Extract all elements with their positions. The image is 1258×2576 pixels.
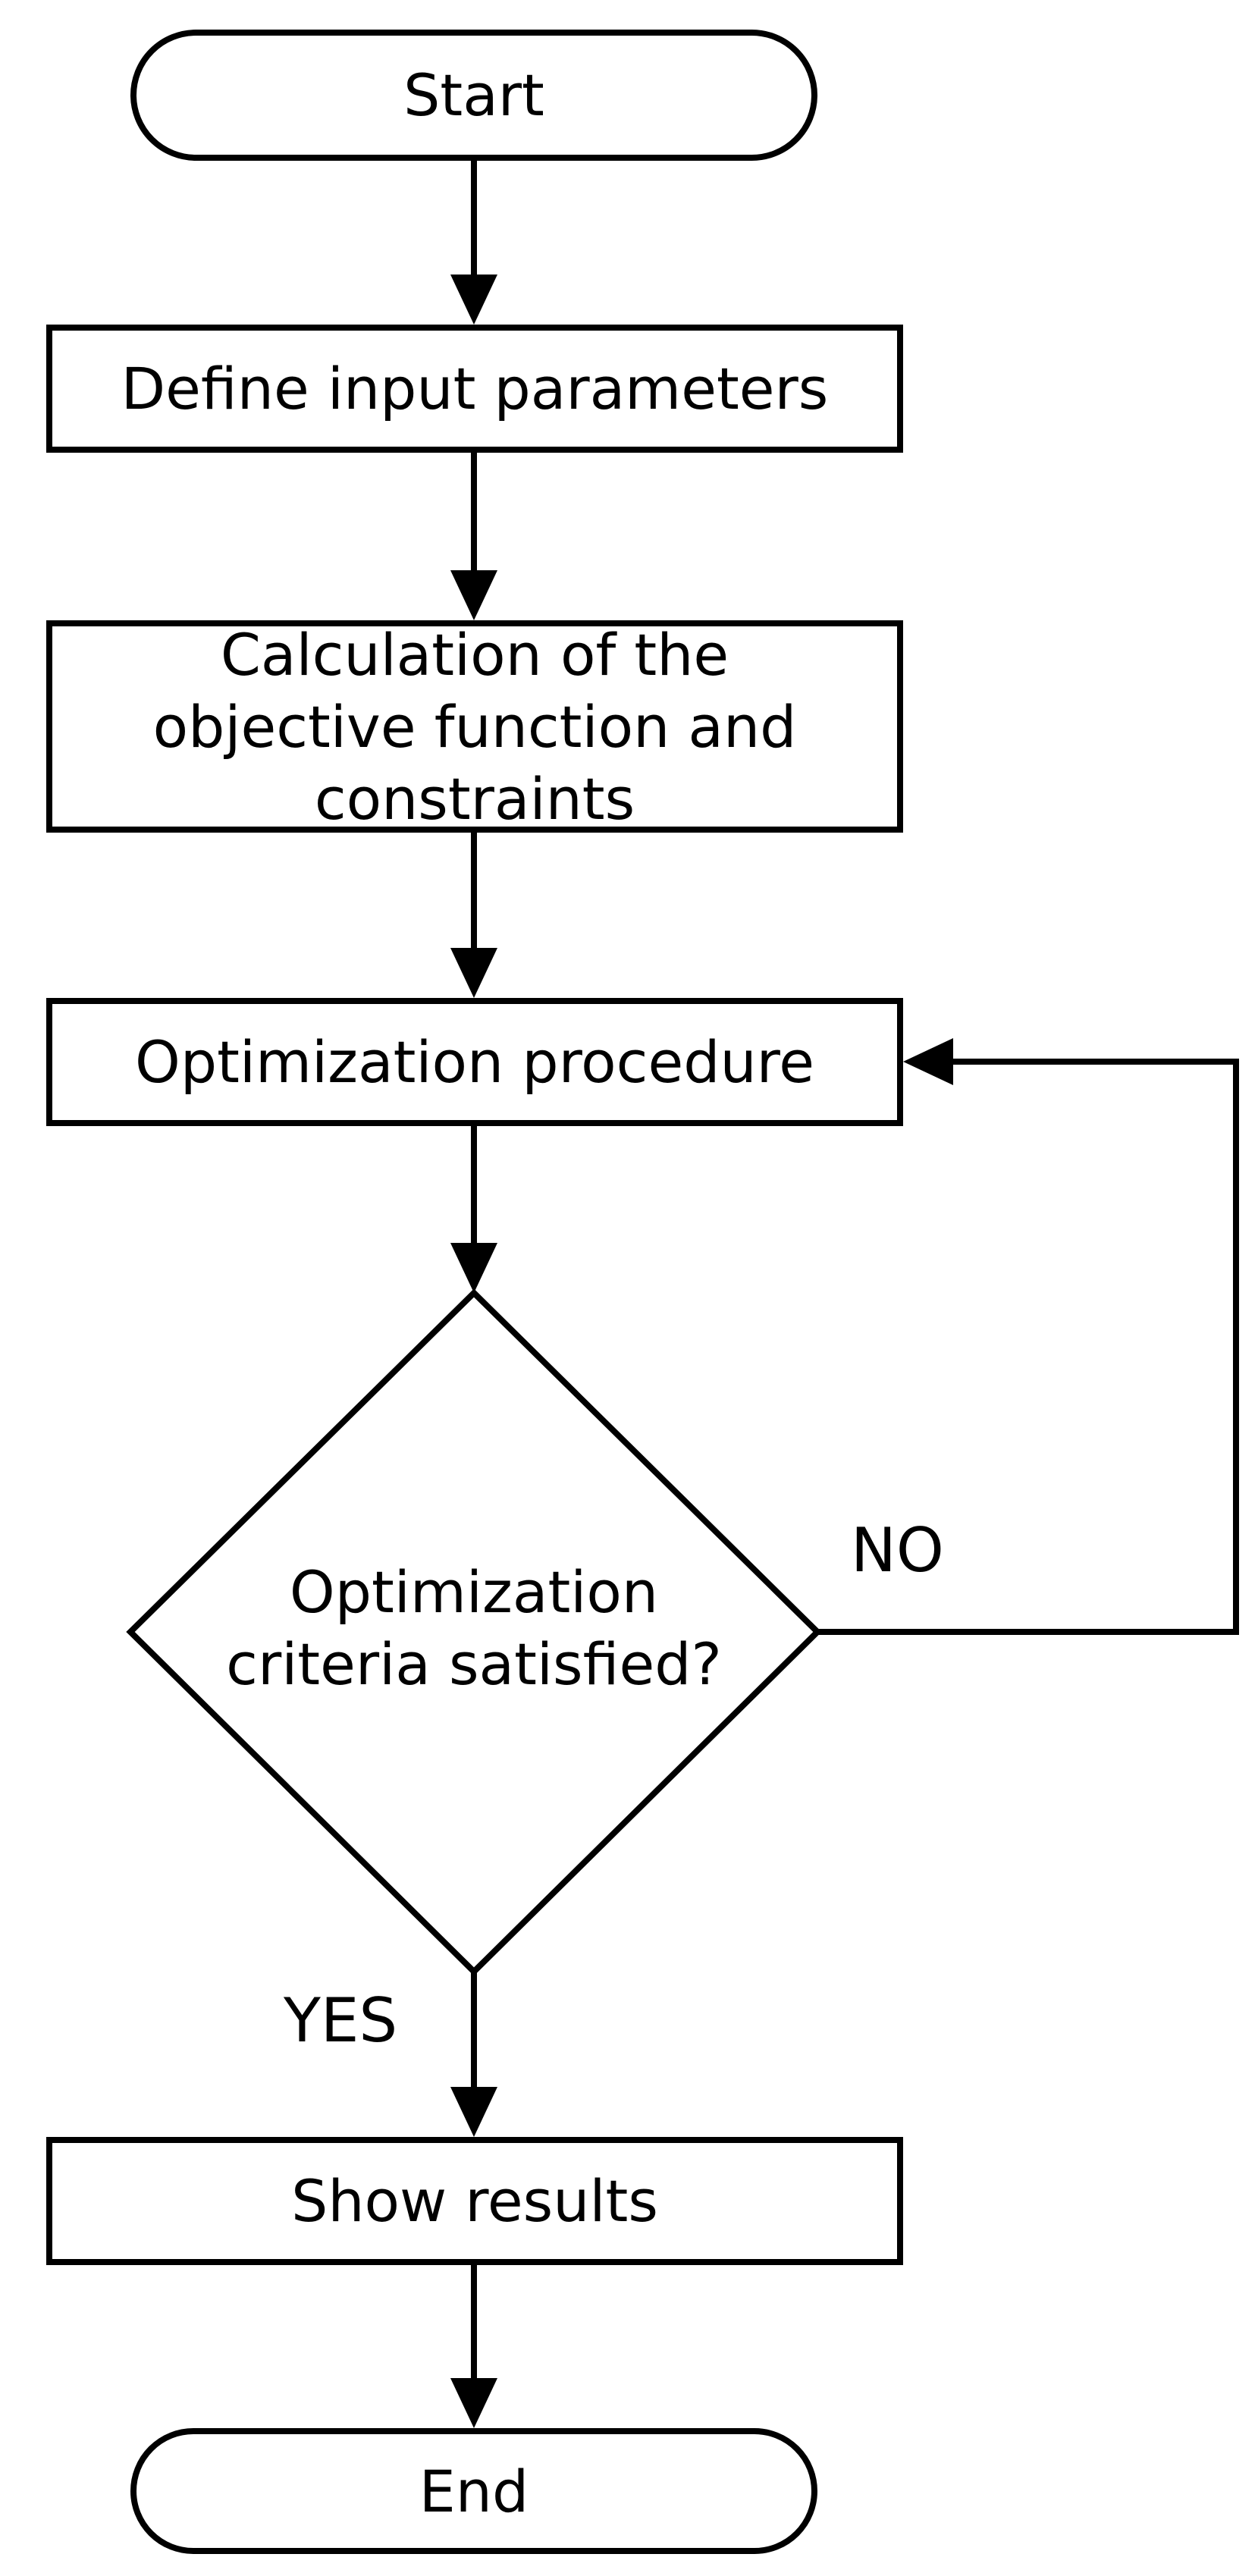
arrow-calc-to-opt-head [450,948,497,998]
show-results-label: Show results [291,2167,658,2235]
arrow-start-to-define-head [450,275,497,325]
calculation-objective-label: Calculation of the objective function an… [152,620,797,833]
calculation-objective-node: Calculation of the objective function an… [46,620,903,833]
arrow-define-to-calc-head [450,570,497,620]
no-edge-label: NO [851,1515,944,1586]
arrow-opt-to-decision-head [450,1243,497,1293]
end-node: End [130,2428,817,2554]
define-input-parameters-label: Define input parameters [121,355,829,422]
start-node: Start [130,30,817,161]
yes-edge-label: YES [284,1985,398,2056]
no-loop-path [817,1059,1239,1635]
no-loop-arrowhead [903,1038,953,1085]
decision-node-label: Optimization criteria satisfied? [226,1558,722,1698]
optimization-procedure-label: Optimization procedure [135,1028,814,1096]
start-node-label: Start [403,61,544,129]
arrow-decision-to-show-head [450,2087,497,2137]
define-input-parameters-node: Define input parameters [46,325,903,453]
show-results-node: Show results [46,2137,903,2265]
optimization-procedure-node: Optimization procedure [46,998,903,1126]
end-node-label: End [419,2457,529,2525]
arrow-show-to-end-head [450,2378,497,2428]
